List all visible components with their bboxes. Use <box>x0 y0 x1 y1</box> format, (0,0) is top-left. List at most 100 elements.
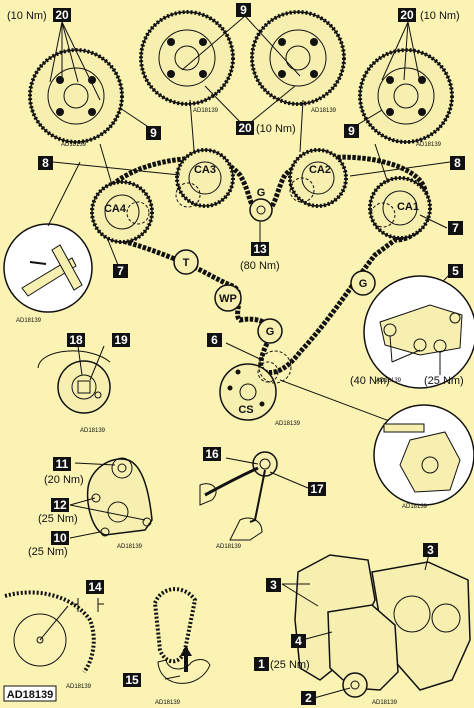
svg-text:AD18139: AD18139 <box>376 378 402 384</box>
callout-4: 4 <box>291 634 306 648</box>
svg-text:AD18139: AD18139 <box>80 428 106 434</box>
idler-pulley-g-top: G <box>249 187 273 222</box>
svg-text:AD18139: AD18139 <box>372 700 398 706</box>
svg-text:7: 7 <box>117 264 124 278</box>
timing-mark-circle <box>175 182 201 208</box>
svg-text:5: 5 <box>452 264 459 278</box>
cam-sprocket-detail-3 <box>250 10 346 106</box>
svg-text:AD18139: AD18139 <box>416 142 442 148</box>
svg-text:7: 7 <box>452 221 459 235</box>
idler-pulley-g-right: G <box>350 270 376 296</box>
locking-tool-detail <box>3 161 93 313</box>
torque-bottom-center: (10 Nm) <box>256 123 296 135</box>
svg-text:AD18139: AD18139 <box>117 544 143 550</box>
svg-text:20: 20 <box>55 8 69 22</box>
cam-pulley-ca3: CA3 <box>175 148 235 208</box>
svg-text:12: 12 <box>53 498 67 512</box>
small-refs: AD18139 AD18139 AD18139 AD18139 AD18139 … <box>16 108 442 706</box>
timing-cover-parts <box>281 549 471 699</box>
svg-text:20: 20 <box>400 8 414 22</box>
callout-20-top-right: 20 <box>398 8 416 22</box>
svg-text:18: 18 <box>69 333 83 347</box>
callout-6: 6 <box>207 333 222 347</box>
pulley-label-g-right: G <box>359 278 368 290</box>
bracket-detail <box>363 275 474 389</box>
timing-mark-circle <box>289 177 315 203</box>
callout-20-bottom-center: 20 <box>236 121 254 135</box>
svg-text:AD18139: AD18139 <box>16 318 42 324</box>
callout-15: 15 <box>123 673 141 687</box>
svg-text:AD18139: AD18139 <box>402 504 428 510</box>
callout-5: 5 <box>448 264 463 278</box>
pulley-label-g-mid: G <box>266 326 275 338</box>
callout-16: 16 <box>203 447 221 461</box>
timing-belt <box>94 154 430 376</box>
svg-text:8: 8 <box>454 156 461 170</box>
pulley-label-cs: CS <box>238 404 253 416</box>
svg-text:AD18139: AD18139 <box>216 544 242 550</box>
torque-top-right: (10 Nm) <box>420 10 460 22</box>
torque-bolt-1: (25 Nm) <box>270 659 310 671</box>
svg-text:3: 3 <box>270 578 277 592</box>
torque-idler-g: (80 Nm) <box>240 260 280 272</box>
callout-13: 13 <box>251 242 269 256</box>
pulley-label-t: T <box>183 257 190 269</box>
svg-text:8: 8 <box>42 156 49 170</box>
svg-text:6: 6 <box>211 333 218 347</box>
timing-mark-circle <box>370 202 396 228</box>
callout-17: 17 <box>308 482 326 496</box>
svg-text:19: 19 <box>114 333 128 347</box>
torque-tensioner-11: (20 Nm) <box>44 474 84 486</box>
torque-bracket-right: (25 Nm) <box>424 375 464 387</box>
callout-9-left: 9 <box>146 126 161 140</box>
belt-fitting-detail <box>152 587 211 684</box>
svg-text:1: 1 <box>258 657 265 671</box>
callout-14: 14 <box>86 580 104 594</box>
torque-bolt-10: (25 Nm) <box>28 546 68 558</box>
callout-7-left: 7 <box>113 264 128 278</box>
svg-text:4: 4 <box>295 634 302 648</box>
pulley-label-ca4: CA4 <box>104 203 127 215</box>
reference-code: AD18139 <box>7 689 53 701</box>
svg-text:AD18139: AD18139 <box>66 684 92 690</box>
svg-text:20: 20 <box>238 121 252 135</box>
callout-11: 11 <box>53 457 71 471</box>
pulley-label-wp: WP <box>219 293 237 305</box>
svg-text:15: 15 <box>125 673 139 687</box>
svg-text:9: 9 <box>150 126 157 140</box>
svg-text:AD18139: AD18139 <box>155 700 181 706</box>
flywheel-mark-detail <box>4 590 104 674</box>
tensioner-pulley: T <box>173 249 199 275</box>
svg-text:AD18139: AD18139 <box>275 421 301 427</box>
svg-text:9: 9 <box>240 3 247 17</box>
svg-text:17: 17 <box>310 482 324 496</box>
pulley-label-ca2: CA2 <box>309 164 331 176</box>
callout-7-right: 7 <box>448 221 463 235</box>
callout-9-top: 9 <box>236 3 251 17</box>
idler-pulley-g-mid: G <box>257 318 283 344</box>
callout-9-right: 9 <box>344 124 359 138</box>
svg-text:AD18139: AD18139 <box>193 108 219 114</box>
tensioner-bracket-detail <box>69 457 153 539</box>
svg-text:3: 3 <box>427 543 434 557</box>
water-pump-pulley: WP <box>214 284 242 312</box>
callout-2: 2 <box>301 691 316 705</box>
callout-20-top-left: 20 <box>53 8 71 22</box>
svg-text:10: 10 <box>53 531 67 545</box>
leader-lines-top <box>49 15 453 426</box>
pulley-label-g-top: G <box>257 187 266 199</box>
hand-tool-detail <box>199 451 309 541</box>
tensioner-detail-18 <box>37 345 111 414</box>
callout-1: 1 <box>254 657 269 671</box>
svg-text:13: 13 <box>253 242 267 256</box>
callout-8-left: 8 <box>38 156 53 170</box>
callout-18: 18 <box>67 333 85 347</box>
torque-top-left: (10 Nm) <box>7 10 47 22</box>
torque-bracket-left: (40 Nm) <box>350 375 390 387</box>
svg-text:14: 14 <box>88 580 102 594</box>
callout-3-top: 3 <box>423 543 438 557</box>
pulley-label-ca1: CA1 <box>397 201 419 213</box>
callout-19: 19 <box>112 333 130 347</box>
